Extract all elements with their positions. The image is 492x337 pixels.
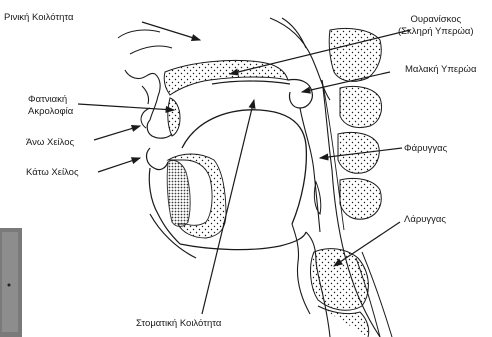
label-nasal-cavity: Ρινική Κοιλότητα bbox=[4, 12, 74, 24]
label-larynx: Λάρυγγας bbox=[404, 214, 446, 226]
upper-teeth bbox=[168, 98, 180, 136]
arrow-lower-lip bbox=[98, 158, 140, 172]
tongue-shape bbox=[182, 110, 306, 224]
larynx-shape bbox=[311, 249, 369, 311]
label-pharynx: Φάρυγγας bbox=[404, 143, 447, 155]
label-alveolar-ridge: Φατνιακή Ακρολοφία bbox=[28, 94, 73, 118]
label-hard-palate-line1: Ουρανίσκος bbox=[398, 14, 474, 26]
label-hard-palate: Ουρανίσκος (Σκληρή Υπερώα) bbox=[398, 14, 474, 38]
arrow-oral-cavity bbox=[202, 100, 254, 314]
label-alveolar-ridge-line2: Ακρολοφία bbox=[28, 106, 73, 118]
label-oral-cavity: Στοματική Κοιλότητα bbox=[136, 318, 221, 330]
label-hard-palate-line2: (Σκληρή Υπερώα) bbox=[398, 26, 474, 38]
vertebrae bbox=[329, 28, 381, 219]
arrow-upper-lip bbox=[94, 126, 140, 140]
lower-teeth bbox=[167, 160, 190, 226]
arrow-alveolar-ridge bbox=[78, 104, 174, 110]
label-alveolar-ridge-line1: Φατνιακή bbox=[28, 94, 73, 106]
arrow-nasal-cavity bbox=[142, 22, 200, 40]
arrow-hard-palate bbox=[230, 30, 410, 74]
label-upper-lip: Άνω Χείλος bbox=[26, 137, 74, 149]
label-lower-lip: Κάτω Χείλος bbox=[26, 167, 79, 179]
soft-palate-outline bbox=[212, 80, 312, 109]
nasal-cavity-outline bbox=[118, 30, 172, 54]
label-soft-palate: Μαλακή Υπερώα bbox=[405, 64, 476, 76]
upper-jaw-outline bbox=[125, 70, 160, 120]
hard-palate-shape bbox=[164, 60, 288, 95]
